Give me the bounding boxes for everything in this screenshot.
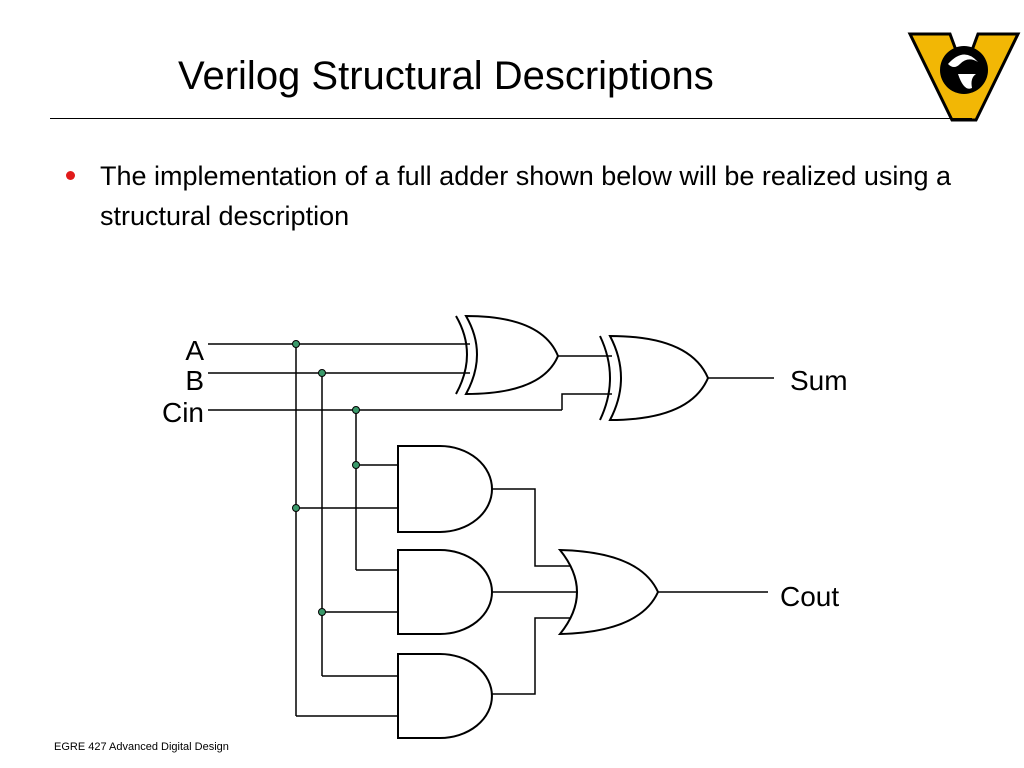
- xor-gate-1-back: [455, 315, 468, 395]
- bullet-marker: [66, 171, 75, 180]
- wire-and1-out: [492, 488, 580, 567]
- junction-dot: [352, 461, 360, 469]
- and-gate-1: [397, 445, 493, 533]
- slide-title: Verilog Structural Descriptions: [178, 54, 714, 98]
- or-gate: [557, 548, 660, 636]
- wire-cin-to-xor2: [561, 393, 612, 410]
- junction-dots: [292, 340, 360, 616]
- and-gate-3: [397, 653, 493, 739]
- xor-gate-2-back: [599, 335, 611, 421]
- input-label-b: B: [185, 365, 204, 396]
- output-label-cout: Cout: [780, 581, 839, 612]
- university-logo: [907, 32, 1021, 122]
- junction-dot: [292, 504, 300, 512]
- xor-gate-1: [464, 314, 560, 396]
- junction-dot: [318, 608, 326, 616]
- input-label-cin: Cin: [162, 397, 204, 428]
- xor-gate-2: [608, 334, 710, 422]
- bullet-text: The implementation of a full adder shown…: [100, 161, 951, 231]
- output-label-sum: Sum: [790, 365, 848, 396]
- and-gate-2: [397, 549, 493, 635]
- logo-ram-horn: [948, 54, 978, 67]
- junction-dot: [352, 406, 360, 414]
- junction-dot: [318, 369, 326, 377]
- junction-dot: [292, 340, 300, 348]
- title-divider: [50, 118, 972, 119]
- input-label-a: A: [185, 335, 204, 366]
- logo-ram-face: [958, 74, 976, 89]
- slide-footer: EGRE 427 Advanced Digital Design: [54, 741, 229, 753]
- wire-and3-out: [492, 617, 580, 695]
- logo-ram-head: [940, 46, 988, 94]
